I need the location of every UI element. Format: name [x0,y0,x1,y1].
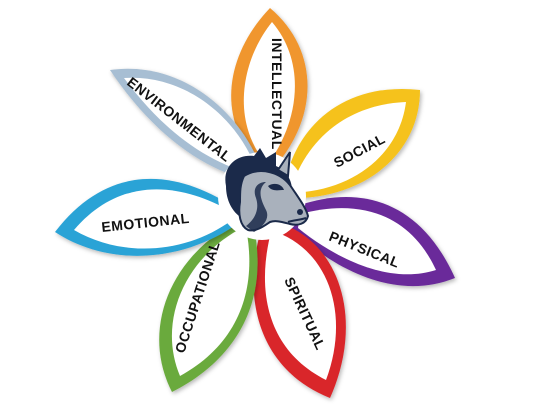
petal-occupational-inner [171,228,250,376]
petal-emotional-inner [74,189,232,249]
petal-physical [290,196,455,287]
petal-environmental-body [110,68,262,182]
horse-head-mascot-icon [218,148,310,240]
petal-intellectual-inner [243,22,295,164]
petal-spiritual [253,222,346,398]
petal-spiritual-inner [264,232,337,380]
petal-environmental-body-inner [124,77,256,174]
petal-physical-inner [298,208,436,275]
mascot-mouth [287,217,307,223]
mascot-shading [246,182,268,232]
mascot-nostril [297,209,303,215]
mascot-eye [268,183,284,191]
petal-emotional [55,178,240,256]
petal-occupational [159,220,258,392]
mascot-ear [276,151,291,178]
petal-social [286,88,420,198]
petal-social-inner [294,102,406,192]
petals-group [55,8,455,398]
petal-intellectual [231,8,308,172]
label-intellectual: INTELLECTUAL [269,38,285,150]
